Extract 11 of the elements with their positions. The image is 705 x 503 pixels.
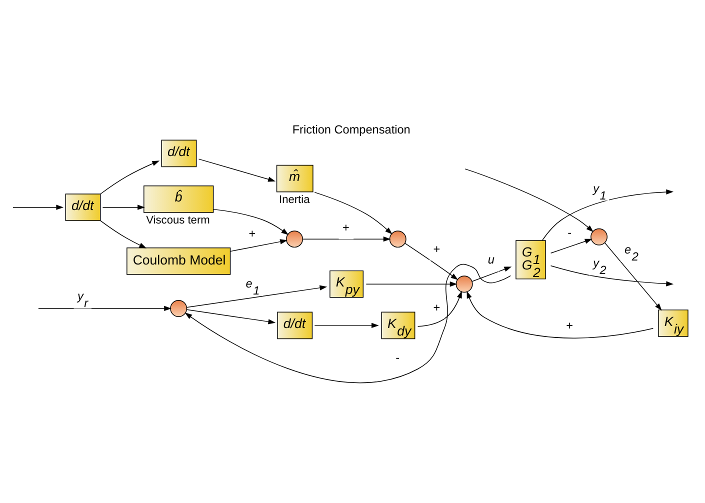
diagram-title: Friction Compensation <box>292 122 410 136</box>
edge-label: + <box>248 226 256 240</box>
edge-label: + <box>433 241 440 256</box>
edge-label: u <box>488 252 494 266</box>
edge-label: + <box>566 318 574 332</box>
edge-label: - <box>568 225 572 240</box>
node-label: Viscous term <box>146 214 210 226</box>
edge-label: - <box>396 350 400 364</box>
node-label: Inertia <box>279 193 310 206</box>
edge-label: + <box>433 300 440 314</box>
edge-label: + <box>342 220 350 234</box>
